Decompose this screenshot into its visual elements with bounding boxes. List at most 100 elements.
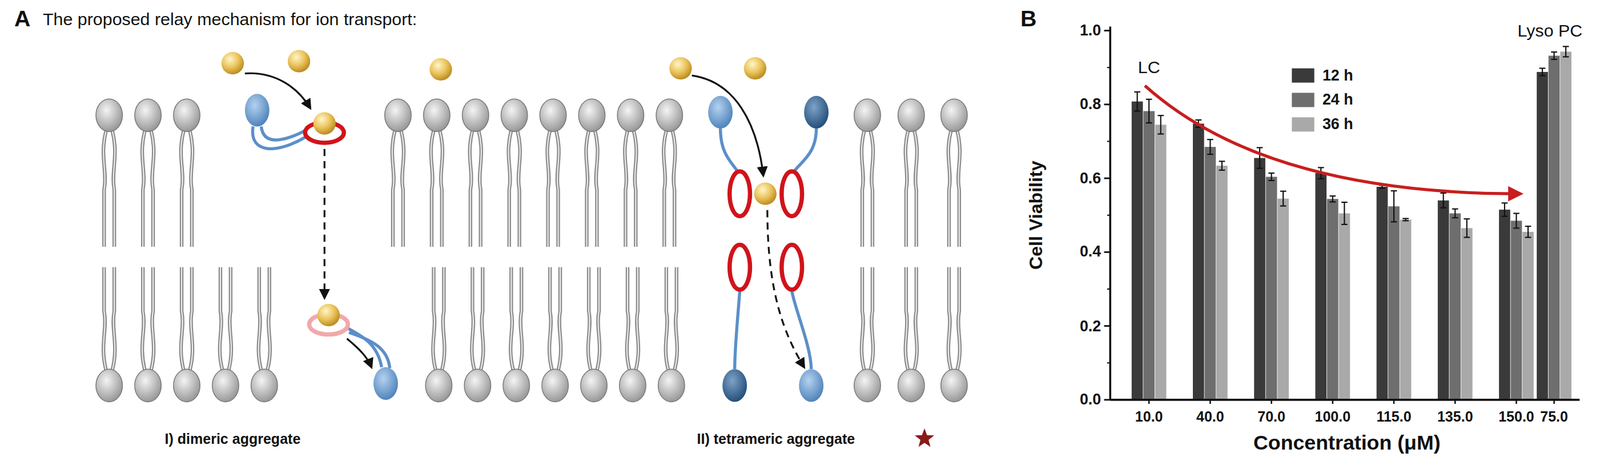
error-bar	[1525, 226, 1532, 237]
aggregate-caption: II) tetrameric aggregate	[697, 431, 856, 448]
ion-ball	[317, 303, 340, 327]
lipid	[941, 267, 968, 402]
y-tick-label: 0.8	[1079, 95, 1101, 113]
lipid	[212, 267, 239, 402]
bar	[1315, 173, 1327, 400]
lipid-tail	[674, 267, 678, 371]
lipid-tail-core	[948, 130, 952, 248]
y-tick	[1104, 103, 1111, 106]
bar	[1143, 110, 1155, 400]
error-bar	[1219, 161, 1226, 171]
error-bar	[1539, 67, 1546, 76]
lipid-tail	[905, 267, 909, 371]
lipid-tail	[400, 130, 404, 248]
error-bar	[1452, 208, 1459, 219]
lipid-tail-core	[219, 267, 223, 371]
bar	[1265, 177, 1278, 400]
lipid-tail-core	[870, 130, 874, 248]
lipid-head	[941, 368, 968, 402]
lipid-head	[251, 368, 278, 402]
y-minor-tick	[1107, 214, 1111, 216]
lipid-tail-core	[112, 267, 116, 371]
lipid	[941, 98, 968, 247]
ion-ball	[287, 49, 311, 72]
lipid-tail-core	[258, 267, 262, 371]
lipid-tail	[267, 267, 271, 371]
carrier-tail	[792, 290, 812, 369]
lipid	[134, 98, 162, 247]
lipid-tail-core	[948, 267, 952, 371]
lipid-head	[464, 368, 491, 402]
carrier-head	[244, 93, 270, 127]
lipid-tail	[142, 267, 146, 371]
lipid-head	[173, 98, 200, 132]
lipid-head	[898, 368, 925, 402]
lipid-tail	[556, 130, 560, 248]
lipid	[541, 267, 569, 402]
lipid-tail	[258, 267, 262, 371]
lipid-tail-core	[517, 130, 521, 248]
lipid-tail	[517, 130, 521, 248]
bar	[1327, 198, 1339, 400]
lipid-tail-core	[103, 267, 107, 371]
x-tick-label: 10.0	[1135, 408, 1164, 425]
bar	[1548, 55, 1561, 400]
lipid-tail	[914, 267, 918, 371]
x-tick	[1454, 399, 1457, 404]
lipid-tail-core	[519, 267, 523, 371]
lipid	[656, 98, 683, 247]
lipid-head	[539, 98, 566, 132]
lipid	[95, 98, 123, 247]
lipid-tail	[519, 267, 523, 371]
bar	[1376, 186, 1389, 400]
lipid-tail-core	[595, 130, 598, 248]
bar	[1204, 146, 1217, 400]
star-mark	[914, 428, 935, 447]
panel-letter: A	[14, 6, 31, 32]
error-bar	[1341, 202, 1348, 225]
lipid-head	[384, 98, 412, 132]
lipid-head	[173, 368, 200, 402]
lipid-tail	[469, 130, 473, 248]
lipid-tail	[478, 130, 482, 248]
x-tick	[1553, 399, 1555, 404]
lipid-tail-core	[181, 267, 184, 371]
lipid-tail-core	[626, 267, 630, 371]
lipid-tail	[480, 267, 484, 371]
x-tick	[1270, 399, 1273, 404]
crown-ring	[729, 244, 751, 290]
bar	[1536, 71, 1549, 400]
x-tick-label: 115.0	[1376, 408, 1411, 425]
y-minor-tick	[1107, 362, 1111, 364]
y-tick-label: 0.2	[1079, 317, 1101, 335]
lipid	[384, 98, 412, 247]
x-tick	[1393, 399, 1396, 404]
lipid-tail-core	[189, 267, 193, 371]
lipid	[173, 267, 200, 402]
aggregate-caption: I) dimeric aggregate	[165, 431, 301, 448]
lipid-tail-core	[150, 267, 154, 371]
legend-text: 24 h	[1322, 91, 1354, 108]
lipid	[580, 267, 607, 402]
ion-ball	[313, 111, 336, 135]
lipid	[617, 98, 644, 247]
lipid-head	[617, 98, 644, 132]
lipid-head	[854, 98, 881, 132]
lipid-tail-core	[914, 267, 918, 371]
lipid-tail-core	[585, 130, 589, 248]
lipid-tail	[547, 130, 550, 248]
x-tick	[1148, 399, 1151, 404]
x-tick	[1515, 399, 1518, 404]
x-tick-label: 150.0	[1498, 408, 1535, 425]
lipid-membrane	[95, 49, 968, 447]
lipid-tail	[585, 130, 589, 248]
y-tick	[1104, 251, 1111, 253]
lipid-tail-core	[228, 267, 232, 371]
lipid-tail	[870, 130, 874, 248]
lipid-tail	[635, 267, 639, 371]
lipid	[578, 98, 605, 247]
lipid-tail-core	[469, 130, 473, 248]
carrier-tail	[260, 126, 305, 140]
lipid-tail	[103, 267, 107, 371]
x-axis	[1110, 398, 1580, 401]
